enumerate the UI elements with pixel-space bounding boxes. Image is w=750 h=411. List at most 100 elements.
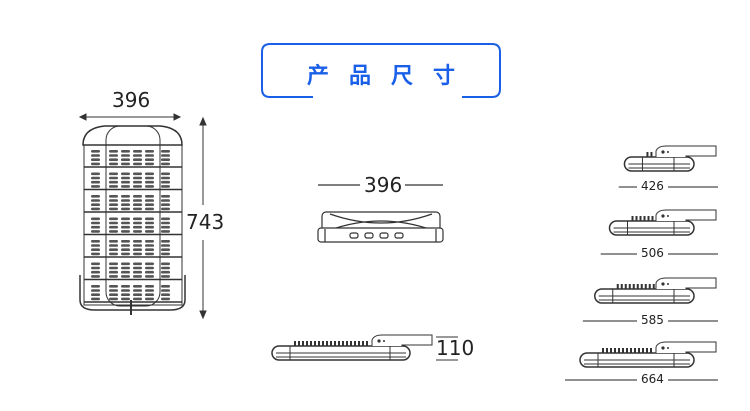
side-height-marker — [436, 336, 458, 361]
vent-slot — [91, 297, 100, 301]
length-variant-label: 585 — [637, 313, 668, 327]
vent-slot — [145, 252, 154, 256]
vent-slot — [121, 244, 130, 247]
vent-slot — [145, 270, 154, 274]
vent-slot — [109, 207, 118, 211]
vent-slot — [91, 252, 100, 256]
vent-slot — [145, 266, 154, 270]
vent-slot — [109, 275, 118, 278]
side-view-lamp — [271, 334, 433, 361]
vent-slot — [161, 207, 170, 211]
vent-slot — [161, 172, 170, 176]
vent-slot — [133, 240, 142, 243]
vent-slot — [145, 275, 154, 278]
vent-slot — [133, 289, 142, 292]
vent-slot — [109, 289, 118, 292]
vent-slot — [133, 176, 142, 180]
vent-slot — [121, 270, 130, 274]
vent-slot — [91, 203, 100, 206]
vent-slot — [161, 221, 170, 225]
vent-slot — [121, 275, 130, 278]
vent-slot — [109, 172, 118, 176]
vent-slot — [109, 293, 118, 296]
vent-slot — [91, 185, 100, 188]
vent-slot — [91, 180, 100, 184]
vent-slot — [121, 297, 130, 301]
vent-slot — [133, 221, 142, 225]
vent-slot — [161, 252, 170, 256]
vent-slot — [133, 162, 142, 166]
vent-slot — [145, 154, 154, 157]
vent-slot — [133, 154, 142, 157]
vent-slot — [161, 180, 170, 184]
vent-slot — [161, 244, 170, 247]
side-view-lamp — [608, 209, 717, 236]
vent-slot — [161, 217, 170, 221]
vent-slot — [109, 154, 118, 157]
vent-slot — [121, 176, 130, 180]
vent-slot — [91, 154, 100, 157]
front-view-vents — [84, 150, 182, 303]
vent-slot — [145, 203, 154, 206]
vent-slot — [145, 217, 154, 221]
vent-slot — [161, 248, 170, 251]
vent-slot — [121, 285, 130, 288]
vent-slot — [91, 199, 100, 202]
vent-slot — [109, 297, 118, 301]
vent-slot — [121, 289, 130, 292]
front-height-label: 743 — [186, 210, 225, 234]
vent-slot — [145, 240, 154, 243]
vent-slot — [91, 176, 100, 180]
length-variant-label: 426 — [637, 179, 668, 193]
vent-slot — [121, 158, 130, 161]
vent-slot — [109, 230, 118, 233]
vent-slot — [145, 289, 154, 292]
vent-slot — [91, 158, 100, 161]
vent-slot — [145, 158, 154, 161]
side-view-lamp — [579, 341, 717, 368]
length-variant-label: 664 — [637, 372, 668, 386]
vent-slot — [133, 275, 142, 278]
vent-slot — [133, 230, 142, 233]
vent-slot — [109, 199, 118, 202]
vent-slot — [109, 252, 118, 256]
vent-slot — [133, 252, 142, 256]
vent-slot — [145, 225, 154, 229]
vent-slot — [109, 244, 118, 247]
vent-slot — [133, 158, 142, 161]
vent-slot — [121, 150, 130, 153]
vent-slot — [109, 162, 118, 166]
vent-slot — [145, 185, 154, 188]
vent-slot — [133, 285, 142, 288]
vent-slot — [109, 185, 118, 188]
vent-slot — [133, 244, 142, 247]
vent-slot — [145, 248, 154, 251]
vent-slot — [133, 225, 142, 229]
vent-slot — [133, 199, 142, 202]
vent-slot — [145, 176, 154, 180]
vent-slot — [109, 158, 118, 161]
vent-slot — [133, 270, 142, 274]
vent-slot — [133, 172, 142, 176]
title-frame — [261, 43, 501, 98]
vent-slot — [145, 199, 154, 202]
vent-slot — [121, 199, 130, 202]
vent-slot — [161, 195, 170, 198]
vent-slot — [133, 150, 142, 153]
vent-slot — [161, 266, 170, 270]
vent-slot — [161, 285, 170, 288]
vent-slot — [109, 225, 118, 229]
vent-slot — [91, 230, 100, 233]
vent-slot — [121, 248, 130, 251]
vent-slot — [145, 180, 154, 184]
vent-slot — [109, 195, 118, 198]
vent-slot — [121, 217, 130, 221]
vent-slot — [121, 195, 130, 198]
vent-slot — [161, 162, 170, 166]
vent-slot — [121, 221, 130, 225]
vent-slot — [161, 275, 170, 278]
vent-slot — [121, 154, 130, 157]
vent-slot — [109, 262, 118, 266]
vent-slot — [145, 207, 154, 211]
